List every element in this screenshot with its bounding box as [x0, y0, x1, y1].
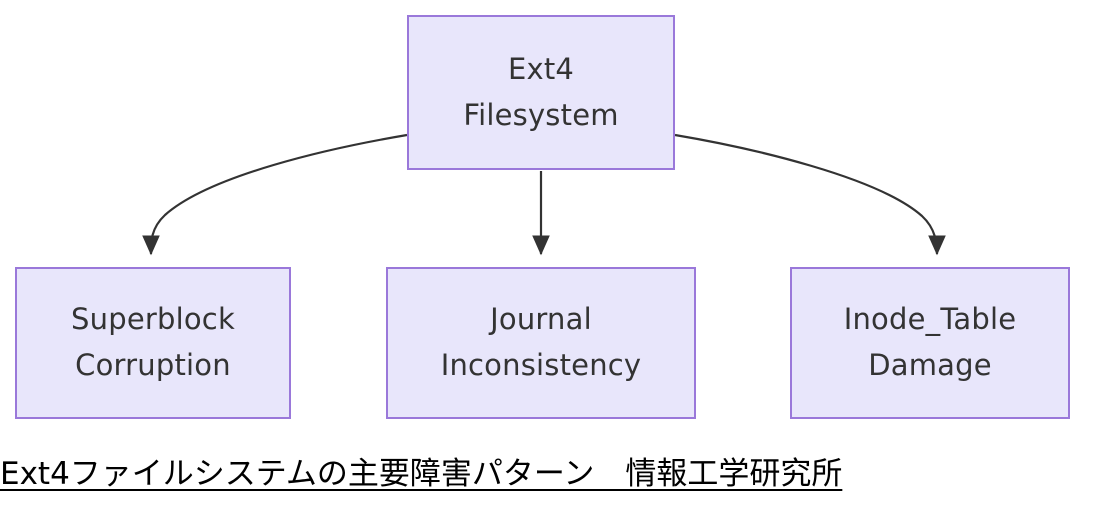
node-label-line-2: Damage	[868, 348, 992, 382]
diagram-caption: Ext4ファイルシステムの主要障害パターン 情報工学研究所	[0, 456, 843, 492]
node-ext4-filesystem[interactable]: Ext4 Filesystem	[407, 15, 675, 170]
node-label-line-1: Superblock	[71, 302, 235, 337]
node-label-line-1: Ext4	[507, 51, 575, 86]
edge-root-superblock	[142, 133, 408, 256]
node-label-line-2: Corruption	[75, 348, 231, 382]
node-label-line-2: Inconsistency	[440, 348, 642, 382]
node-journal-inconsistency[interactable]: Journal Inconsistency	[386, 267, 696, 419]
node-label-line-1: Journal	[490, 302, 592, 337]
node-label-line-1: Inode_Table	[843, 302, 1017, 337]
node-superblock-corruption[interactable]: Superblock Corruption	[15, 267, 291, 419]
node-label-line-2: Filesystem	[463, 97, 619, 132]
edge-root-inode	[674, 133, 946, 256]
node-inode-table-damage[interactable]: Inode_Table Damage	[790, 267, 1070, 419]
